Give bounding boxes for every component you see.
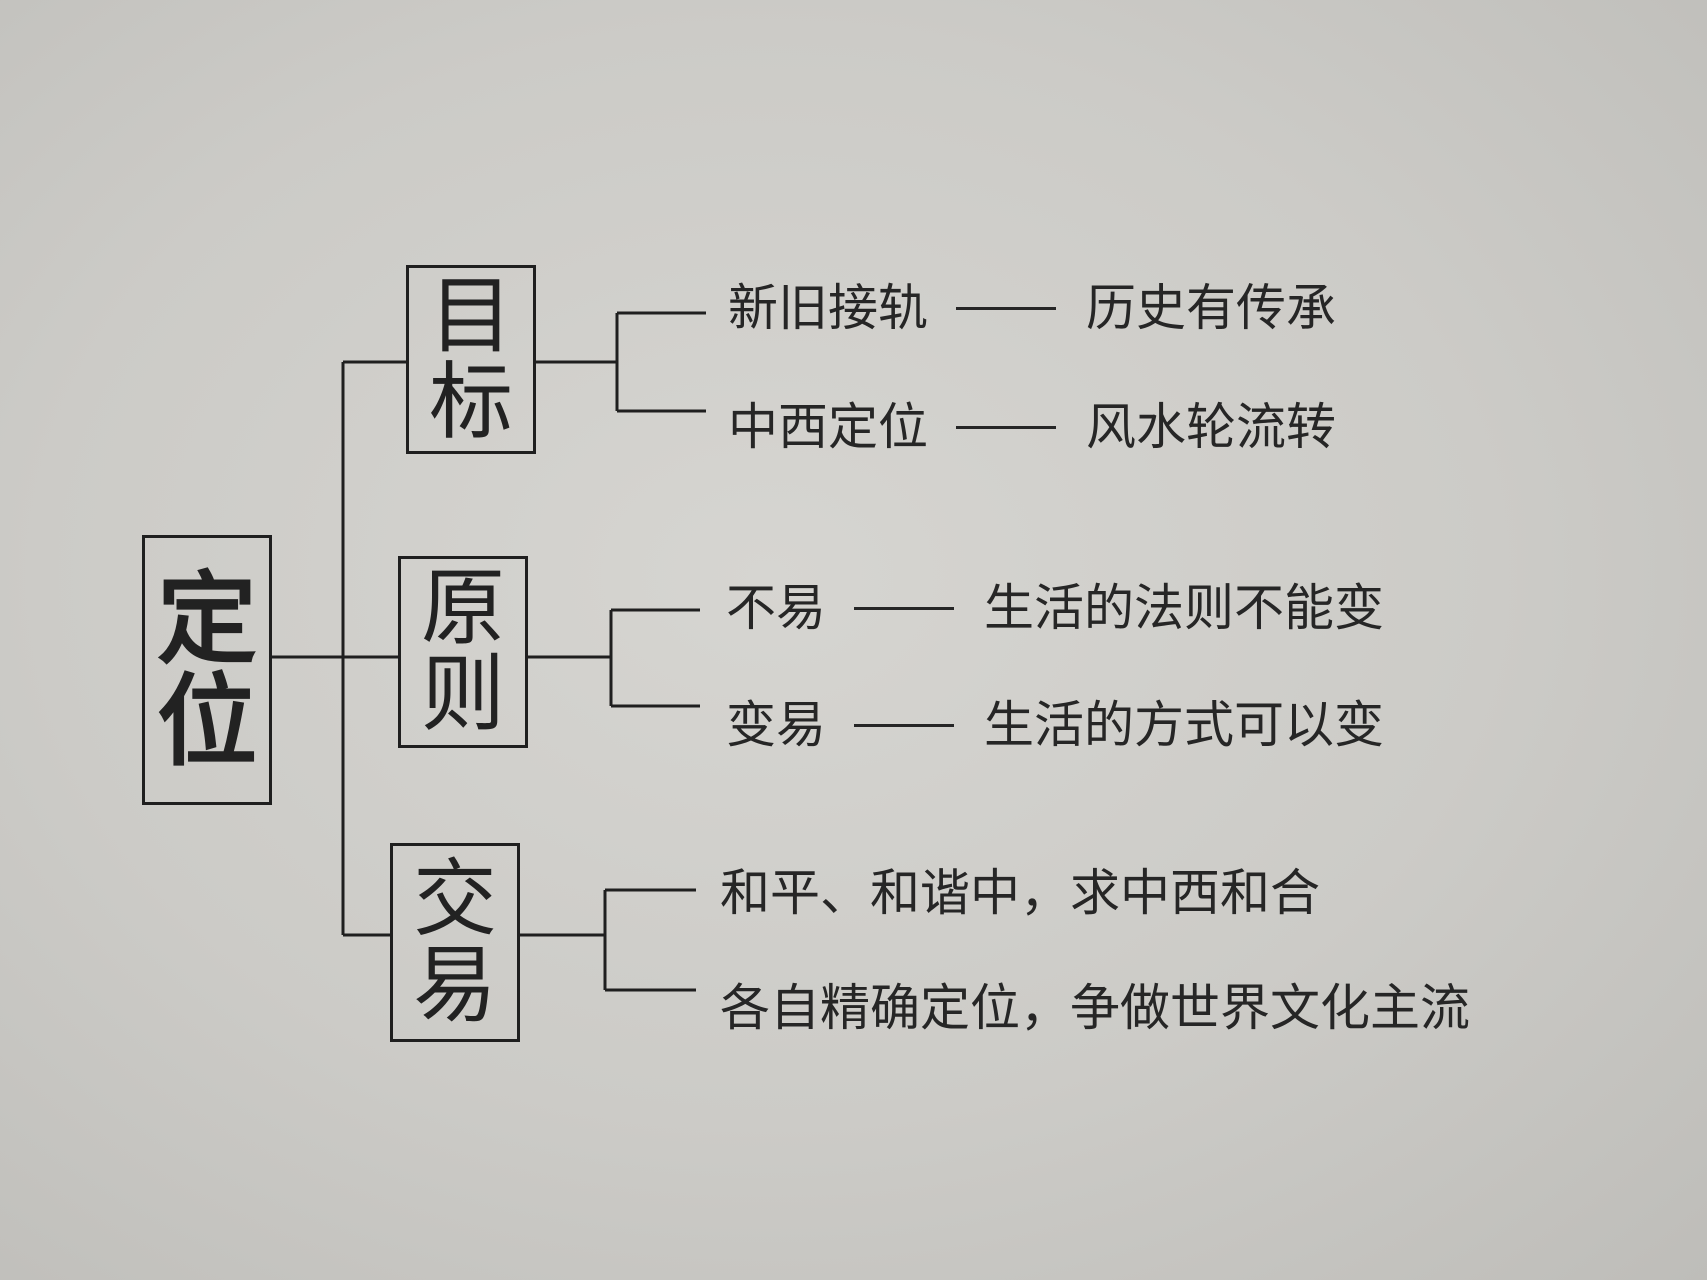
dash-separator [956,306,1056,310]
leaf-term: 中西定位 [728,398,928,456]
branch-exchange-char-2: 易 [412,935,497,1034]
leaf-exchange-2: 各自精确定位，争做世界文化主流 [720,983,1470,1033]
leaf-goal-2: 中西定位 风水轮流转 [728,402,1336,452]
leaf-text: 各自精确定位，争做世界文化主流 [720,979,1470,1037]
branch-principle-char-1: 原 [420,559,505,658]
root-char-1: 定 [157,560,257,678]
branch-box-goal: 目 标 [406,265,536,454]
bracket-principle [528,608,700,708]
dash-separator [854,723,954,727]
leaf-term: 不易 [726,579,826,637]
leaf-meaning: 生活的方式可以变 [984,696,1384,754]
leaf-meaning: 生活的法则不能变 [984,579,1384,637]
leaf-meaning: 历史有传承 [1086,279,1336,337]
bracket-goal [536,311,706,413]
branch-box-principle: 原 则 [398,556,528,748]
branch-exchange-char-1: 交 [412,849,497,948]
branch-box-exchange: 交 易 [390,843,520,1042]
leaf-term: 新旧接轨 [728,279,928,337]
leaf-term: 变易 [726,696,826,754]
leaf-text: 和平、和谐中，求中西和合 [720,864,1320,922]
bracket-exchange [520,888,696,992]
leaf-meaning: 风水轮流转 [1086,398,1336,456]
dash-separator [854,606,954,610]
root-box: 定 位 [142,535,272,805]
leaf-exchange-1: 和平、和谐中，求中西和合 [720,868,1320,918]
branch-principle-char-2: 则 [420,645,505,743]
root-char-2: 位 [157,662,257,780]
branch-goal-char-1: 目 [428,266,513,365]
leaf-principle-1: 不易 生活的法则不能变 [726,583,1384,633]
dash-separator [956,425,1056,429]
leaf-principle-2: 变易 生活的方式可以变 [726,700,1384,750]
leaf-goal-1: 新旧接轨 历史有传承 [728,283,1336,333]
branch-goal-char-2: 标 [428,352,513,451]
